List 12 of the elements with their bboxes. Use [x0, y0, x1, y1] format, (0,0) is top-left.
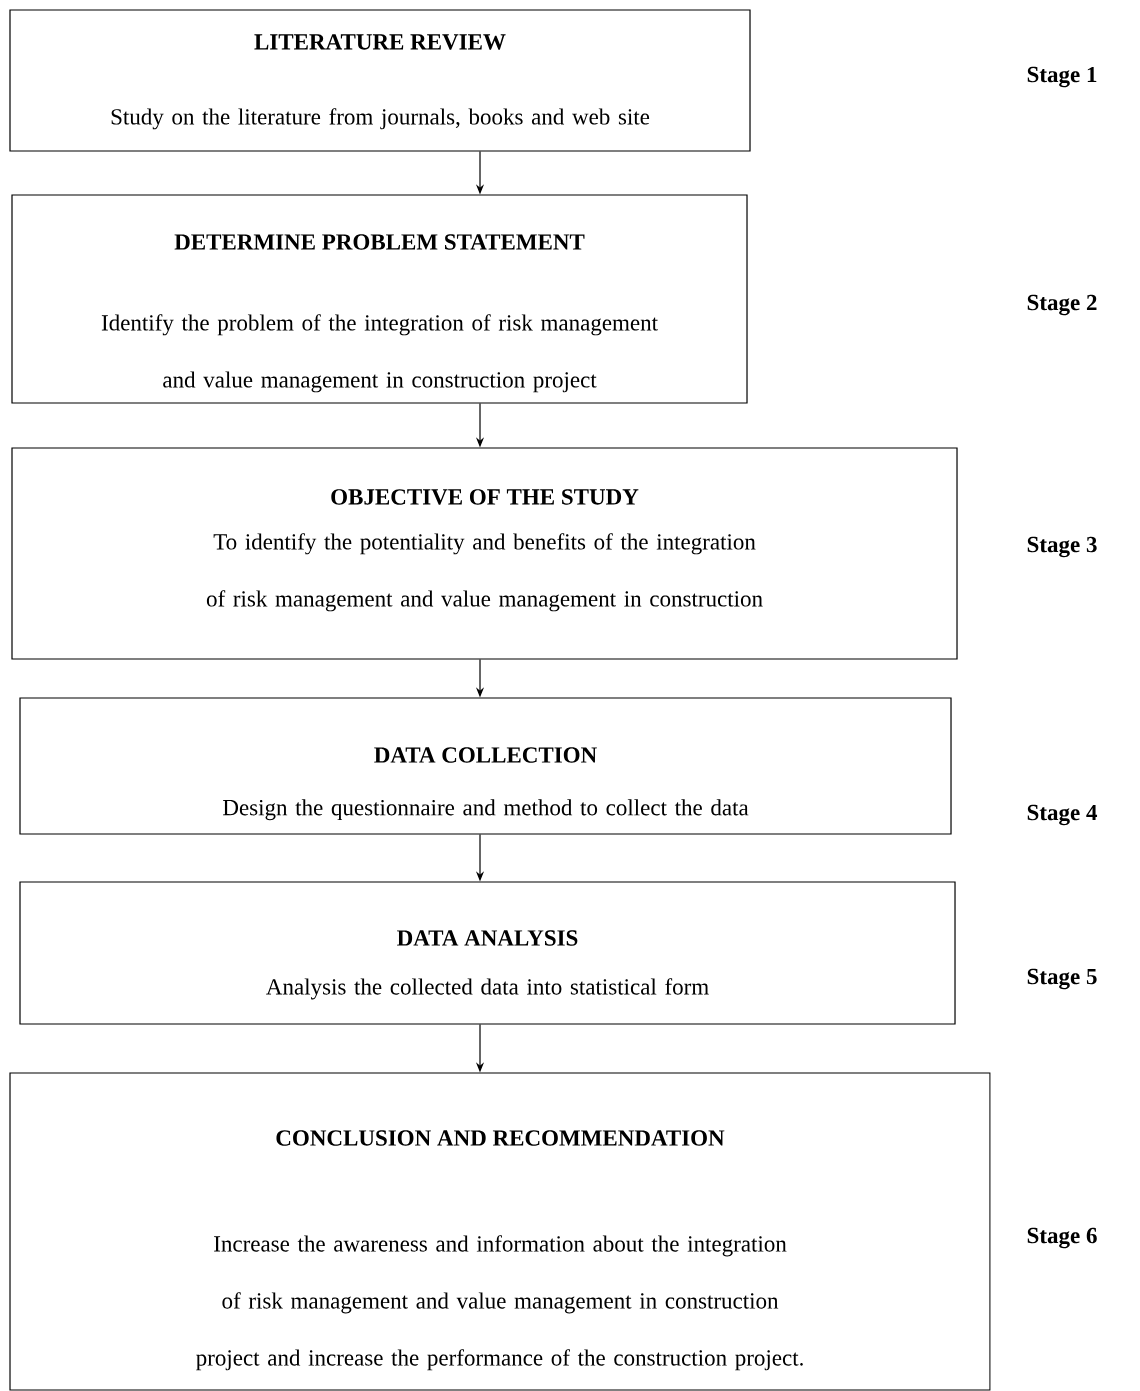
- process-box: OBJECTIVE OF THE STUDY To identify the potentiality and benefits of the integration of risk management and value management in construction: [11, 447, 958, 660]
- stage-label: Stage 2: [1027, 294, 1097, 316]
- stage-label: Stage 1: [1027, 66, 1097, 88]
- stage-label: Stage 6: [1027, 1227, 1097, 1249]
- process-box: CONCLUSION AND RECOMMENDATION Increase the awareness and information about the integration of risk management and value management in construction project and increase the performance of the construction project.: [9, 1072, 991, 1391]
- process-box: DATA ANALYSIS Analysis the collected data into statistical form: [19, 881, 956, 1025]
- stage-label: Stage 4: [1027, 804, 1098, 826]
- process-box: DETERMINE PROBLEM STATEMENT Identify the problem of the integration of risk management and value management in construction project: [11, 194, 748, 404]
- process-box: DATA COLLECTION Design the questionnaire and method to collect the data: [19, 697, 952, 835]
- process-box: LITERATURE REVIEW Study on the literature from journals, books and web site: [9, 9, 751, 152]
- stage-label: Stage 3: [1027, 536, 1097, 558]
- stage-label: Stage 5: [1027, 968, 1097, 990]
